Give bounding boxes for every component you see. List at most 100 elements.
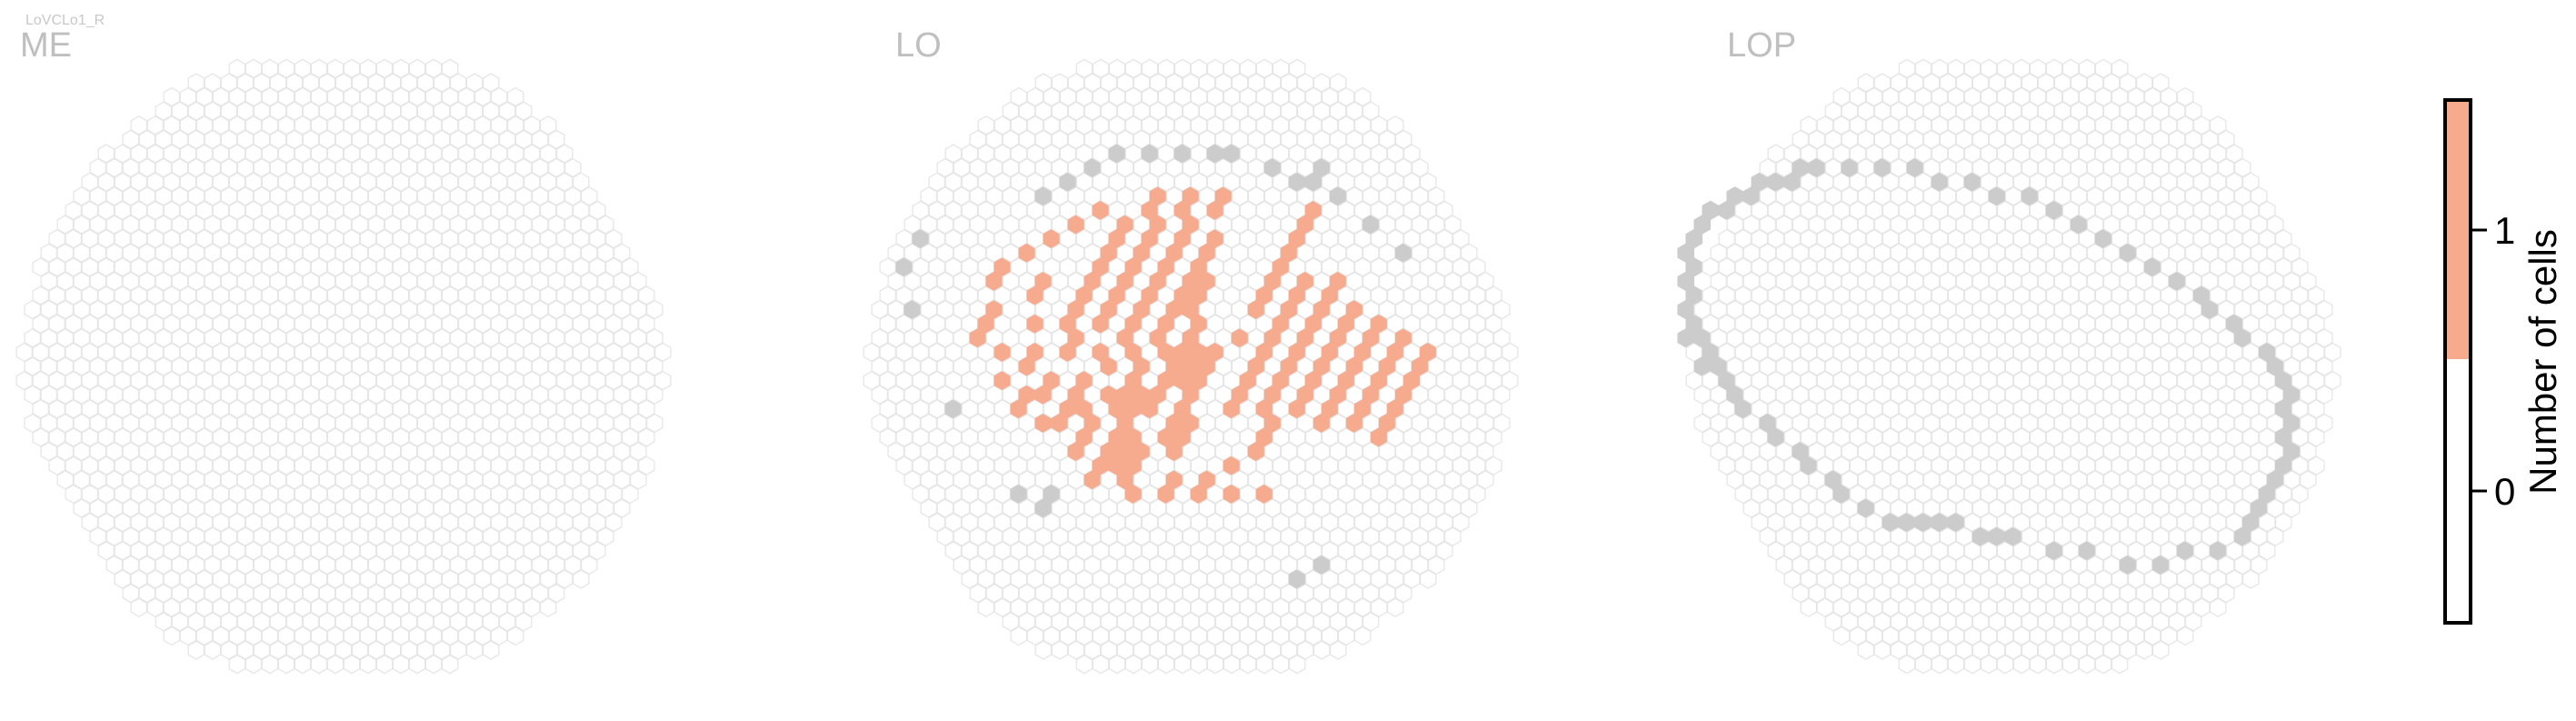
hex-cell — [236, 101, 255, 121]
hex-cell — [277, 541, 295, 561]
hex-cell — [114, 512, 132, 533]
hex-cell — [285, 243, 304, 263]
hex-cell — [269, 215, 287, 235]
hex-cell — [343, 541, 361, 561]
hex-cell — [236, 441, 255, 462]
hex-cell — [212, 541, 230, 561]
hex-cell — [424, 597, 443, 617]
hex-cell — [367, 612, 385, 632]
hex-cell — [269, 583, 287, 604]
hex-cell — [204, 271, 222, 292]
hex-cell — [138, 328, 156, 348]
hex-cell — [384, 498, 402, 518]
hex-cell — [179, 172, 197, 192]
hex-cell — [245, 569, 263, 589]
hex-cell — [212, 427, 230, 447]
hex-cell — [310, 314, 328, 334]
hex-cell — [105, 186, 124, 206]
hex-cell — [334, 498, 353, 518]
hex-cell — [236, 583, 255, 604]
hex-cell — [408, 654, 426, 675]
hex-cell — [277, 200, 295, 221]
hex-cell — [220, 612, 238, 632]
hex-cell — [245, 370, 263, 391]
hex-cell — [326, 456, 344, 476]
hex-cell — [245, 228, 263, 249]
hex-cell — [277, 342, 295, 363]
hex-cell — [408, 597, 426, 617]
hex-cell — [138, 583, 156, 604]
hex-cell — [187, 470, 205, 490]
hex-cell — [351, 640, 369, 660]
hex-cell — [89, 186, 107, 206]
hex-cell — [334, 356, 353, 376]
hex-cell — [384, 413, 402, 434]
hex-cell — [367, 385, 385, 405]
hex-cell — [171, 215, 189, 235]
hex-cell — [490, 597, 508, 617]
hex-cell — [220, 328, 238, 348]
hex-cell — [195, 115, 214, 135]
hex-cell — [343, 314, 361, 334]
hex-cell — [334, 612, 353, 632]
hex-cell — [375, 597, 394, 617]
hex-cell — [392, 484, 410, 505]
hex-cell — [359, 342, 377, 363]
hex-cell — [48, 228, 66, 249]
hex-cell — [294, 626, 312, 646]
hex-cell — [195, 427, 214, 447]
hex-cell — [375, 399, 394, 419]
hex-cell — [163, 427, 181, 447]
hex-cell — [245, 484, 263, 505]
hex-cell — [138, 498, 156, 518]
hex-cell — [89, 328, 107, 348]
hex-cell — [253, 385, 271, 405]
hex-cell — [269, 186, 287, 206]
hex-cell — [163, 314, 181, 334]
hex-cell — [294, 370, 312, 391]
hex-cell — [187, 243, 205, 263]
hex-cell — [48, 399, 66, 419]
hex-cell — [105, 441, 124, 462]
hex-cell — [48, 456, 66, 476]
hex-cell — [277, 427, 295, 447]
hex-cell — [130, 172, 148, 192]
hex-cell — [171, 555, 189, 576]
hex-cell — [97, 484, 115, 505]
hex-cell — [187, 385, 205, 405]
hex-cell — [253, 498, 271, 518]
hex-cell — [73, 385, 91, 405]
hex-cell — [310, 541, 328, 561]
hex-cell — [392, 654, 410, 675]
hex-cell — [367, 498, 385, 518]
hex-cell — [359, 484, 377, 505]
hex-cell — [269, 498, 287, 518]
hex-cell — [245, 115, 263, 135]
hex-cell — [122, 328, 140, 348]
hex-cell — [310, 512, 328, 533]
hex-cell — [155, 157, 173, 178]
hex-cell — [375, 484, 394, 505]
colorbar-segment-1 — [2445, 100, 2471, 359]
hex-cell — [261, 172, 279, 192]
hex-cell — [236, 498, 255, 518]
hex-cell — [97, 370, 115, 391]
hex-cell — [2307, 456, 2325, 476]
hex-cell — [89, 157, 107, 178]
hex-cell — [187, 73, 205, 93]
hex-cell — [187, 526, 205, 546]
hex-cell — [105, 157, 124, 178]
hex-cell — [433, 555, 451, 576]
hex-cell — [204, 356, 222, 376]
hex-cell — [457, 569, 475, 589]
hex-cell — [285, 526, 304, 546]
hex-cell — [179, 115, 197, 135]
hex-cell — [334, 385, 353, 405]
hex-cell — [56, 356, 75, 376]
hex-cell — [187, 101, 205, 121]
hex-cell — [294, 314, 312, 334]
hex-cell — [195, 285, 214, 305]
hex-cell — [392, 626, 410, 646]
hex-cell — [285, 612, 304, 632]
hex-cell — [302, 526, 320, 546]
